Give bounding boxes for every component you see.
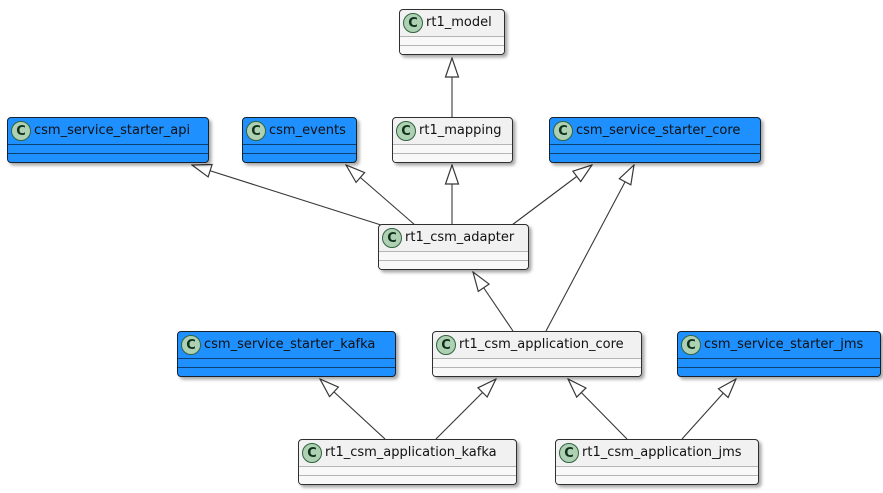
edge-rt1_csm_adapter-to-csm_service_starter_api [192,165,382,226]
edge-rt1_csm_application_core-to-csm_service_starter_core [545,165,634,332]
edge-rt1_csm_adapter-to-csm_events [346,165,416,226]
edge-rt1_csm_application_jms-to-rt1_csm_application_core [568,379,628,440]
class-stereotype-icon: C [403,13,423,33]
methods-compartment [550,153,760,162]
methods-compartment [433,367,641,376]
class-header: C csm_service_starter_jms [678,332,880,358]
methods-compartment [8,153,208,162]
class-node-rt1_csm_application_core: C rt1_csm_application_core [432,331,642,377]
methods-compartment [556,475,758,484]
fields-compartment [393,144,512,153]
edge-rt1_csm_adapter-to-csm_service_starter_core [511,165,592,226]
edge-rt1_csm_application_kafka-to-csm_service_starter_kafka [320,379,386,440]
edge-rt1_csm_application_jms-to-csm_service_starter_jms [681,379,736,440]
class-header: C csm_events [243,118,356,144]
class-header: C csm_service_starter_api [8,118,208,144]
class-node-csm_service_starter_kafka: C csm_service_starter_kafka [177,331,396,377]
class-node-rt1_model: C rt1_model [399,9,505,55]
methods-compartment [379,260,528,269]
fields-compartment [178,358,395,367]
class-stereotype-icon: C [302,443,322,463]
fields-compartment [550,144,760,153]
class-name: csm_events [269,123,346,138]
fields-compartment [379,251,528,260]
class-node-rt1_mapping: C rt1_mapping [392,117,513,163]
class-stereotype-icon: C [382,228,402,248]
class-stereotype-icon: C [396,121,416,141]
class-node-rt1_csm_application_jms: C rt1_csm_application_jms [555,439,759,485]
class-stereotype-icon: C [246,121,266,141]
fields-compartment [433,358,641,367]
class-name: rt1_mapping [419,123,502,138]
fields-compartment [400,36,504,45]
class-stereotype-icon: C [181,335,201,355]
class-header: C rt1_csm_adapter [379,225,528,251]
class-node-csm_service_starter_api: C csm_service_starter_api [7,117,209,163]
class-header: C rt1_csm_application_jms [556,440,758,466]
class-name: rt1_csm_application_core [459,337,624,352]
class-stereotype-icon: C [436,335,456,355]
fields-compartment [299,466,516,475]
class-node-rt1_csm_application_kafka: C rt1_csm_application_kafka [298,439,517,485]
edge-rt1_csm_application_core-to-rt1_csm_adapter [473,272,514,332]
class-header: C rt1_mapping [393,118,512,144]
class-name: csm_service_starter_api [34,123,191,138]
class-header: C rt1_csm_application_kafka [299,440,516,466]
class-node-rt1_csm_adapter: C rt1_csm_adapter [378,224,529,270]
fields-compartment [243,144,356,153]
class-node-csm_service_starter_core: C csm_service_starter_core [549,117,761,163]
class-name: csm_service_starter_jms [704,337,864,352]
class-name: rt1_csm_application_kafka [325,445,497,460]
class-node-csm_events: C csm_events [242,117,357,163]
edge-rt1_csm_application_kafka-to-rt1_csm_application_core [435,379,496,440]
class-name: csm_service_starter_kafka [204,337,376,352]
class-name: rt1_csm_application_jms [582,445,742,460]
class-node-csm_service_starter_jms: C csm_service_starter_jms [677,331,881,377]
class-header: C csm_service_starter_core [550,118,760,144]
methods-compartment [400,45,504,54]
fields-compartment [556,466,758,475]
class-name: rt1_csm_adapter [405,230,515,245]
methods-compartment [393,153,512,162]
class-stereotype-icon: C [553,121,573,141]
class-header: C csm_service_starter_kafka [178,332,395,358]
class-stereotype-icon: C [681,335,701,355]
class-header: C rt1_model [400,10,504,36]
fields-compartment [678,358,880,367]
class-stereotype-icon: C [11,121,31,141]
methods-compartment [243,153,356,162]
fields-compartment [8,144,208,153]
methods-compartment [178,367,395,376]
class-stereotype-icon: C [559,443,579,463]
class-header: C rt1_csm_application_core [433,332,641,358]
methods-compartment [299,475,516,484]
methods-compartment [678,367,880,376]
class-name: csm_service_starter_core [576,123,741,138]
class-name: rt1_model [426,15,492,30]
